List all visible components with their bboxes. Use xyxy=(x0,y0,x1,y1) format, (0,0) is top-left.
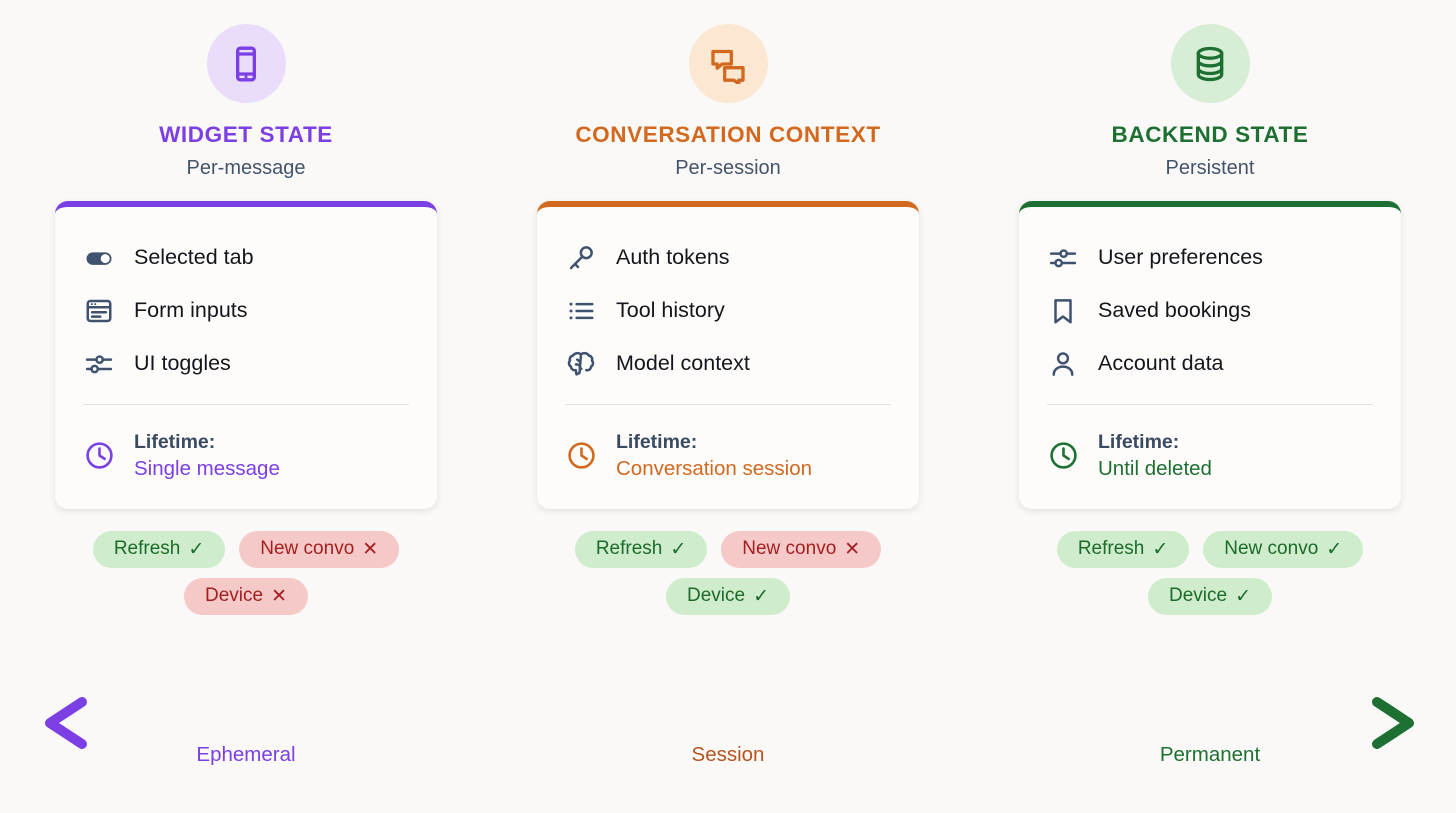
badge-new-convo: New convo ✓ xyxy=(1203,530,1364,568)
card-item-label: Account data xyxy=(1098,351,1224,376)
card-divider xyxy=(565,403,891,405)
card-item: UI toggles xyxy=(83,338,409,391)
list-icon xyxy=(565,295,597,327)
clock-icon xyxy=(1047,440,1079,472)
lifetime-value: Single message xyxy=(134,457,280,481)
form-window-icon xyxy=(83,295,115,327)
card-item: Model context xyxy=(565,338,891,391)
card-item-label: Selected tab xyxy=(134,245,254,270)
lifetime-label: Lifetime: xyxy=(134,430,216,453)
clock-icon xyxy=(565,440,597,472)
check-icon: ✓ xyxy=(753,585,769,607)
badge-device: Device ✓ xyxy=(666,577,790,615)
chat-bubbles-icon xyxy=(688,24,768,103)
card-item: Form inputs xyxy=(83,285,409,338)
badge-device: Device ✓ xyxy=(1148,577,1272,615)
card-item-label: Model context xyxy=(616,351,750,376)
check-icon: ✓ xyxy=(1326,538,1343,560)
badge-label: Device xyxy=(1169,585,1228,606)
badge-new-convo: New convo ✕ xyxy=(721,530,882,568)
badge-label: Refresh xyxy=(1077,538,1145,559)
card-item: Saved bookings xyxy=(1047,285,1373,338)
key-icon xyxy=(565,242,597,274)
cross-icon: ✕ xyxy=(844,538,861,560)
toggle-switch-icon xyxy=(83,242,115,274)
badge-refresh: Refresh ✓ xyxy=(574,530,708,568)
card-item: Account data xyxy=(1047,338,1373,391)
spectrum-label: Ephemeral xyxy=(196,743,296,766)
badge-label: Device xyxy=(687,585,746,606)
column-title: WIDGET STATE xyxy=(159,122,333,147)
lifetime-label: Lifetime: xyxy=(1098,430,1180,453)
card-item-label: Tool history xyxy=(616,298,725,323)
persistence-badges: Refresh ✓ New convo ✕ Device ✕ xyxy=(55,530,437,615)
lifetime-value: Until deleted xyxy=(1098,457,1212,481)
brain-icon xyxy=(565,348,597,380)
persistence-badges: Refresh ✓ New convo ✕ Device ✓ xyxy=(537,530,919,615)
badge-new-convo: New convo ✕ xyxy=(239,530,400,568)
check-icon: ✓ xyxy=(188,538,205,560)
card-divider xyxy=(1047,403,1373,405)
badge-label: Device xyxy=(205,585,264,606)
badge-label: Refresh xyxy=(113,538,181,559)
column-subtitle: Per-session xyxy=(675,156,781,179)
badge-refresh: Refresh ✓ xyxy=(92,530,226,568)
card-divider xyxy=(83,403,409,405)
check-icon: ✓ xyxy=(670,538,687,560)
spectrum-labels: Ephemeral Session Permanent xyxy=(0,743,1456,766)
bookmark-icon xyxy=(1047,295,1079,327)
cross-icon: ✕ xyxy=(362,538,379,560)
badge-label: New convo xyxy=(1224,538,1319,559)
cross-icon: ✕ xyxy=(271,585,287,607)
lifetime-section: Lifetime: Single message xyxy=(55,430,437,483)
badge-label: Refresh xyxy=(595,538,663,559)
spectrum-label: Permanent xyxy=(1159,743,1261,766)
badge-device: Device ✕ xyxy=(184,577,308,615)
card-item-label: Saved bookings xyxy=(1098,298,1251,323)
sliders-icon xyxy=(1047,242,1079,274)
check-icon: ✓ xyxy=(1235,585,1251,607)
card-item-label: Auth tokens xyxy=(616,245,730,270)
spectrum-label: Session xyxy=(691,743,765,766)
mobile-phone-icon xyxy=(206,24,286,103)
card-item: Auth tokens xyxy=(565,232,891,285)
column-title: CONVERSATION CONTEXT xyxy=(575,122,881,147)
card-item-label: User preferences xyxy=(1098,245,1263,270)
lifetime-section: Lifetime: Until deleted xyxy=(1019,430,1401,483)
badge-refresh: Refresh ✓ xyxy=(1056,530,1190,568)
sliders-icon xyxy=(83,348,115,380)
lifetime-spectrum-arrow xyxy=(0,690,1456,790)
badge-label: New convo xyxy=(742,538,837,559)
badge-label: New convo xyxy=(260,538,355,559)
lifetime-section: Lifetime: Conversation session xyxy=(537,430,919,483)
database-icon xyxy=(1170,24,1250,103)
clock-icon xyxy=(83,440,115,472)
person-icon xyxy=(1047,348,1079,380)
persistence-badges: Refresh ✓ New convo ✓ Device ✓ xyxy=(1019,530,1401,615)
card-item-label: UI toggles xyxy=(134,351,231,376)
card-item: User preferences xyxy=(1047,232,1373,285)
column-subtitle: Persistent xyxy=(1165,156,1255,179)
card-item: Tool history xyxy=(565,285,891,338)
check-icon: ✓ xyxy=(1152,538,1169,560)
lifetime-value: Conversation session xyxy=(616,457,812,481)
card-item: Selected tab xyxy=(83,232,409,285)
column-title: BACKEND STATE xyxy=(1111,122,1309,147)
column-subtitle: Per-message xyxy=(186,156,306,179)
lifetime-label: Lifetime: xyxy=(616,430,698,453)
card-item-label: Form inputs xyxy=(134,298,248,323)
